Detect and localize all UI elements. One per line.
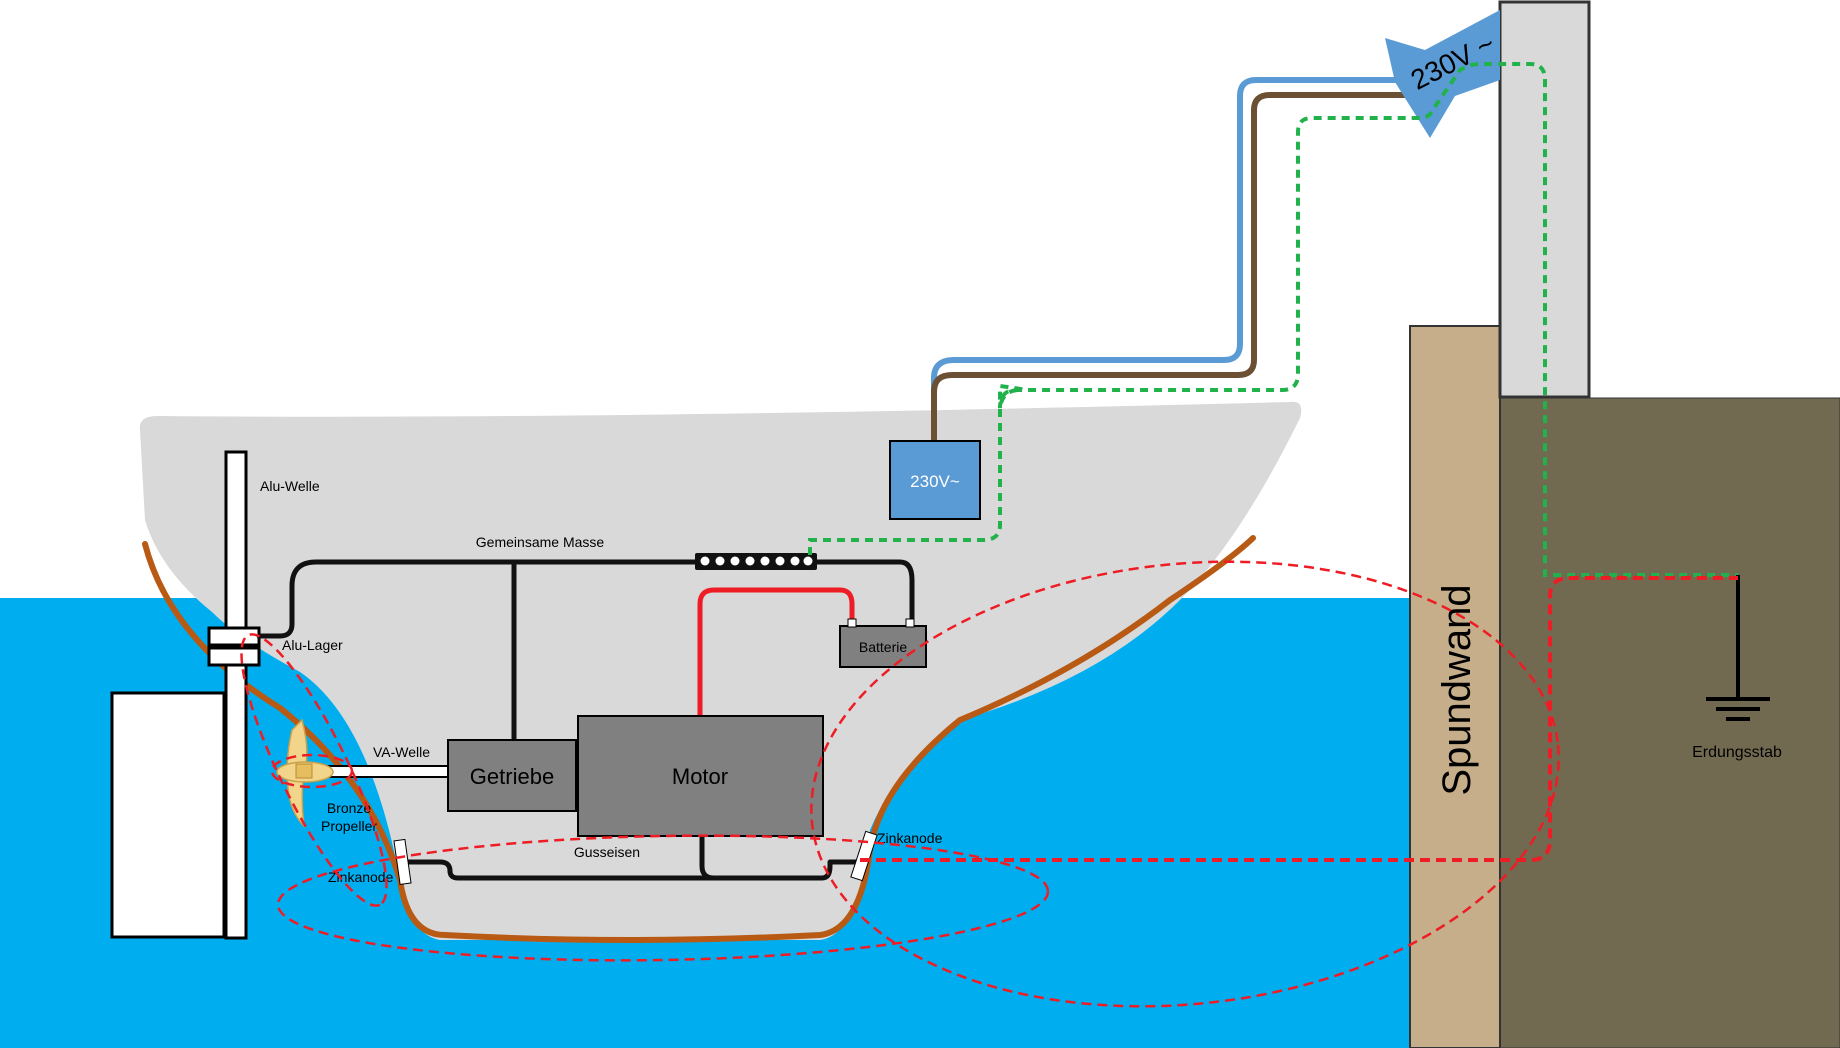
sheet-pile-wall [1409,325,1501,1048]
current-loop-sheet-pile [810,560,1560,1008]
ground-soil [1499,397,1840,1048]
ground-bus-bar [695,553,817,570]
gusseisen-label: Gusseisen [574,844,640,860]
getriebe-label: Getriebe [470,764,554,789]
alu-bearing-bottom [207,646,261,667]
current-path-to-earth-rod [860,576,1738,862]
ground-symbol-icon [1706,575,1770,721]
gearbox [447,739,577,812]
power-arrow-icon [1385,10,1500,138]
propeller-label: Propeller [321,818,377,834]
hull-fill [139,401,1302,940]
neutral-wire-brown [931,92,1420,440]
battery-terminal-plus [847,618,857,628]
zinc-anode-left [393,838,412,886]
batterie-label: Batterie [859,639,907,655]
common-ground-wiring [256,559,915,881]
current-loop-hull-bottom [276,834,1050,962]
bus-bar-terminals [700,556,813,566]
alu-shaft [224,450,248,940]
onboard-power-box [889,440,981,520]
alu-bearing-top [207,626,261,647]
battery [839,625,927,668]
earth-conductor [808,62,1738,577]
motor-label: Motor [672,764,728,789]
va-welle-label: VA-Welle [373,744,430,760]
zinkanode-right-label: Zinkanode [877,830,943,846]
phase-wire-blue [931,77,1400,440]
battery-terminal-minus [905,618,915,628]
rudder-box [110,691,226,939]
alu-welle-label: Alu-Welle [260,478,320,494]
galvanic-current-paths [240,560,1560,1008]
gemeinsame-masse-label: Gemeinsame Masse [476,534,605,550]
positive-wire [697,587,855,716]
current-loop-propeller [270,753,354,789]
motor [577,715,824,837]
zinc-anode-right [850,830,878,882]
zinkanode-left-label: Zinkanode [328,869,394,885]
current-loop-alu-bronze [240,633,388,907]
erdungsstab-label: Erdungsstab [1692,744,1782,761]
bronze-label: Bronze [327,800,372,816]
spundwand-label: Spundwand [1435,584,1479,795]
hull-edge [142,535,1256,943]
power-box-label: 230V~ [910,472,960,491]
alu-lager-label: Alu-Lager [282,637,343,653]
propeller-icon [276,718,334,829]
